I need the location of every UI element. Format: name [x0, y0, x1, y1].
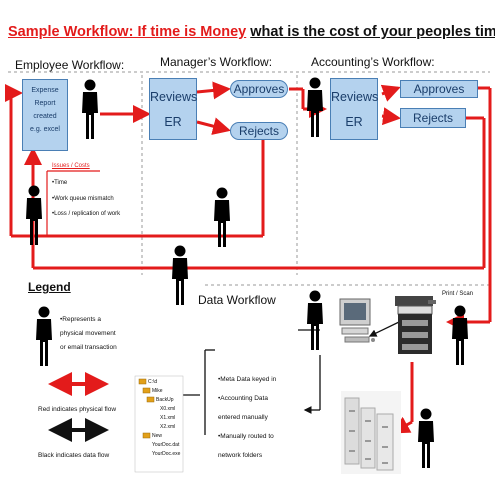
data-workflow-heading: Data Workflow [198, 293, 276, 307]
legend-title: Legend [28, 280, 71, 294]
expense-report-box: Expense Report created e.g. excel [22, 79, 68, 151]
person-icon [307, 290, 323, 350]
box-line: ER [345, 115, 363, 129]
flow-arrow [381, 107, 401, 126]
filing-cabinet-icon [341, 391, 401, 474]
manager-rejects-pill: Rejects [230, 122, 288, 140]
copier-icon [395, 296, 436, 354]
employee-workflow-heading: Employee Workflow: [15, 58, 125, 72]
data-flow-arrow [368, 321, 400, 337]
box-line: e.g. excel [30, 126, 60, 133]
legend-red-text: Red indicates physical flow [38, 406, 117, 413]
data-note: •Accounting Data [218, 395, 268, 402]
manager-approves-pill: Approves [230, 80, 288, 98]
tree-node: YourDoc.exe [152, 451, 181, 457]
accounting-approves-box: Approves [400, 80, 478, 98]
tree-node: YourDoc.dat [152, 442, 180, 448]
flow-arrow [380, 84, 401, 102]
legend-person-text: •Represents a physical movement or email… [60, 313, 117, 355]
person-icon [307, 77, 323, 137]
person-icon [418, 408, 434, 468]
title-part-2: what is the cost of your peoples time? [250, 24, 495, 40]
person-icon [36, 306, 52, 366]
person-icon [172, 245, 188, 305]
person-icon [214, 187, 230, 247]
data-notes: •Meta Data keyed in •Accounting Data ent… [218, 370, 276, 465]
data-note: •Manually routed to [218, 433, 274, 440]
folder-icon [146, 396, 155, 403]
box-line: Expense [31, 87, 59, 94]
person-icon [82, 79, 98, 139]
box-line: Report [34, 100, 56, 107]
person-icon [452, 305, 468, 365]
data-note: network folders [218, 452, 263, 459]
box-line: ER [164, 115, 182, 129]
folder-tree-labels: C:\d Mike BackUp X0.xml X1.xml X2.xml Ne… [148, 378, 180, 459]
manager-workflow-heading: Manager’s Workflow: [160, 55, 273, 69]
box-line: created [33, 113, 57, 120]
flow-arrow [196, 117, 231, 135]
title-part-1: Sample Workflow: If time is Money [8, 24, 247, 40]
legend-black-text: Black indicates data flow [38, 452, 110, 459]
data-note: •Meta Data keyed in [218, 376, 277, 383]
computer-icon [339, 298, 375, 343]
legend-line: or email transaction [60, 344, 117, 351]
folder-tree [134, 375, 184, 473]
legend-line: •Represents a [60, 316, 101, 323]
issue-item: •Work queue mismatch [52, 196, 114, 202]
issue-item: •Loss / replication of work [52, 211, 121, 217]
accounting-reviews-box: Reviews ER [330, 78, 378, 140]
legend-line: physical movement [60, 330, 116, 337]
page-title: Sample Workflow: If time is Money what i… [8, 24, 495, 40]
tree-node: C:\d [148, 379, 158, 385]
folder-icon [142, 432, 151, 439]
folder-icon [142, 387, 151, 394]
tree-node: X2.xml [160, 424, 176, 430]
data-note: entered manually [218, 414, 268, 421]
accounting-rejects-box: Rejects [400, 108, 466, 128]
tree-node: New [152, 433, 163, 439]
tree-node: X0.xml [160, 406, 176, 412]
tree-node: BackUp [156, 397, 174, 403]
tree-node: X1.xml [160, 415, 176, 421]
issue-item: •Time [52, 180, 68, 186]
print-scan-label: Print / Scan [442, 291, 474, 297]
folder-icon [138, 378, 147, 385]
issues-title: Issues / Costs [52, 163, 90, 169]
manager-reviews-box: Reviews ER [149, 78, 197, 140]
box-line: Reviews [331, 90, 379, 104]
section-divider [8, 71, 490, 286]
flow-arrow [196, 81, 231, 100]
accounting-workflow-heading: Accounting’s Workflow: [311, 55, 435, 69]
box-line: Reviews [150, 90, 198, 104]
tree-node: Mike [152, 388, 163, 394]
